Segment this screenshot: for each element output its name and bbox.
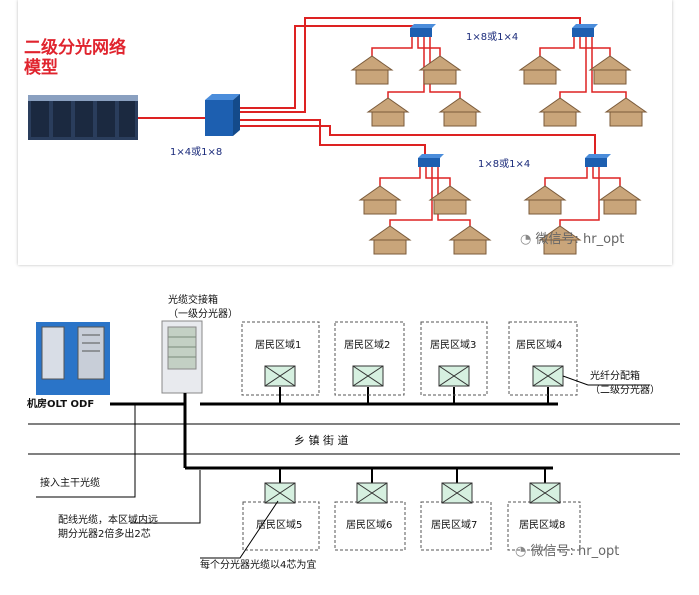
house-icon xyxy=(518,55,562,85)
lower-left-splitter-icon xyxy=(418,154,444,167)
wechat-icon: ◔ xyxy=(515,544,531,559)
model-title-line1: 二级分光网络 xyxy=(24,38,126,58)
house-icon xyxy=(428,185,472,215)
area-label-4: 居民区域4 xyxy=(516,340,563,351)
lower-right-splitter-icon xyxy=(585,154,611,167)
olt-room-image xyxy=(36,322,110,395)
top-watermark: ◔ 微信号: hr_opt xyxy=(520,228,624,247)
server-room-image xyxy=(28,95,138,140)
bottom-network-diagram xyxy=(28,320,680,559)
bottom-watermark-text: 微信号: hr_opt xyxy=(530,544,620,559)
house-icon xyxy=(588,55,632,85)
distribution-cable-label-line1: 配线光缆，本区域内远 xyxy=(58,515,158,526)
cabinet-label-line2: （一级分光器） xyxy=(168,309,238,320)
core-count-note: 每个分光器光缆以4芯为宜 xyxy=(200,560,317,571)
upper-right-splitter-icon xyxy=(572,24,598,37)
upper-left-splitter-icon xyxy=(410,24,436,37)
area-label-5: 居民区域5 xyxy=(256,520,303,531)
model-title: 二级分光网络 模型 xyxy=(24,38,126,78)
distribution-box-label-line2: （二级分光器） xyxy=(590,385,660,396)
bottom-watermark: ◔ 微信号: hr_opt xyxy=(515,540,619,559)
distribution-cable-label-line2: 期分光器2倍多出2芯 xyxy=(58,529,151,540)
area-label-8: 居民区域8 xyxy=(519,520,566,531)
top-watermark-text: 微信号: hr_opt xyxy=(535,232,625,247)
house-icon xyxy=(538,225,582,255)
main-splitter-icon xyxy=(205,94,240,136)
cabinet-label: 光缆交接箱 （一级分光器） xyxy=(168,294,238,322)
house-icon xyxy=(368,225,412,255)
area-label-1: 居民区域1 xyxy=(255,340,302,351)
cabinet-label-line1: 光缆交接箱 xyxy=(168,295,218,306)
house-icon xyxy=(604,97,648,127)
house-icon xyxy=(366,97,410,127)
house-icon xyxy=(598,185,642,215)
area-label-6: 居民区域6 xyxy=(346,520,393,531)
splitter-box-icons xyxy=(264,365,564,504)
model-title-line2: 模型 xyxy=(24,58,58,78)
area-label-3: 居民区域3 xyxy=(430,340,477,351)
lower-splitter-label: 1×8或1×4 xyxy=(478,159,531,170)
house-icon xyxy=(438,97,482,127)
main-splitter-label: 1×4或1×8 xyxy=(170,147,223,158)
house-icon xyxy=(538,97,582,127)
house-icon xyxy=(350,55,394,85)
house-icon xyxy=(523,185,567,215)
house-icon xyxy=(358,185,402,215)
house-icon xyxy=(418,55,462,85)
distribution-box-label-line1: 光纤分配箱 xyxy=(590,371,640,382)
house-icon xyxy=(448,225,492,255)
house-icons xyxy=(350,55,648,255)
street-label: 乡 镇 街 道 xyxy=(294,434,349,447)
distribution-box-label: 光纤分配箱 （二级分光器） xyxy=(590,370,660,398)
room-olt-odf-label: 机房OLT ODF xyxy=(27,399,95,410)
trunk-cable-label: 接入主干光缆 xyxy=(40,478,100,489)
area-label-7: 居民区域7 xyxy=(431,520,478,531)
area-label-2: 居民区域2 xyxy=(344,340,391,351)
upper-splitter-label: 1×8或1×4 xyxy=(466,32,519,43)
top-network-diagram xyxy=(28,17,648,255)
main-splitter-branches xyxy=(240,17,596,158)
optical-cable-cabinet-image xyxy=(161,320,203,394)
distribution-cable-label: 配线光缆，本区域内远 期分光器2倍多出2芯 xyxy=(58,514,158,542)
wechat-icon: ◔ xyxy=(520,232,536,247)
